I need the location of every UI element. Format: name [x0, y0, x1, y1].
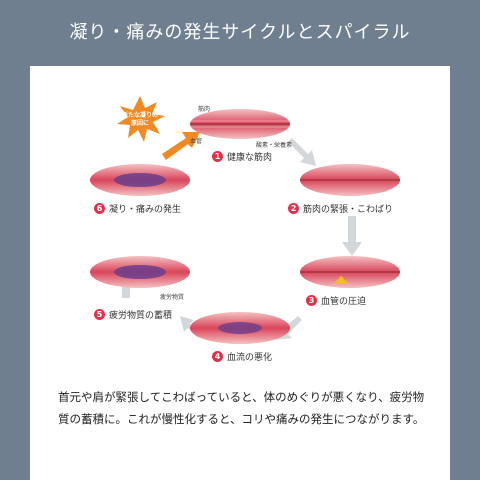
stage-3-label: 3 血管の圧迫: [306, 294, 366, 307]
burst-shape: [117, 96, 165, 142]
muscle-stage-3: [300, 256, 400, 288]
stage-3-text: 血管の圧迫: [321, 297, 367, 307]
stage-2-label: 2 筋肉の緊張・こわばり: [288, 202, 393, 215]
anno-fatigue: 疲労物質: [160, 294, 185, 301]
anno-oxygen: 酸素・栄養素: [256, 142, 293, 149]
stage-4-text: 血流の悪化: [227, 353, 273, 363]
arrow-2-3: [342, 216, 362, 256]
muscle-stage-6: [90, 164, 190, 196]
content-panel: 新たな凝りの原因に 筋肉 血管 酸素・栄養素 疲労物質 1 健康な筋肉 2 筋肉…: [30, 66, 450, 480]
arrow-1-2: [288, 138, 316, 166]
stage-6-number: 6: [94, 203, 105, 214]
muscle-stage-4: [190, 312, 290, 344]
arrow-6-1-orange: [162, 132, 200, 160]
stage-5-number: 5: [94, 309, 105, 320]
stage-2-number: 2: [288, 203, 299, 214]
stage-1-label: 1 健康な筋肉: [212, 150, 272, 163]
anno-muscle: 筋肉: [198, 106, 211, 113]
muscle-stage-2: [300, 164, 400, 196]
stage-2-text: 筋肉の緊張・こわばり: [303, 205, 394, 215]
anno-blood-vessel: 血管: [190, 138, 203, 145]
muscle-stage-5: [90, 256, 190, 288]
caption-text: 首元や肩が緊張してこわばっていると、体のめぐりが悪くなり、疲労物質の蓄積に。これ…: [58, 390, 425, 426]
cycle-diagram: [90, 96, 400, 344]
stage-5-text: 疲労物質の蓄積: [109, 311, 173, 321]
burst-label: 新たな凝りの原因に: [121, 112, 158, 127]
stage-5-label: 5 疲労物質の蓄積: [94, 308, 172, 321]
stage-4-label: 4 血流の悪化: [212, 350, 272, 363]
page-title: 凝り・痛みの発生サイクルとスパイラル: [69, 22, 411, 43]
muscle-stage-1: [190, 109, 290, 139]
stage-6-text: 凝り・痛みの発生: [109, 205, 182, 215]
stage-1-number: 1: [212, 151, 223, 162]
stage-3-number: 3: [306, 295, 317, 306]
stage-6-label: 6 凝り・痛みの発生: [94, 202, 181, 215]
stage-4-number: 4: [212, 351, 223, 362]
stage-1-text: 健康な筋肉: [227, 153, 273, 163]
